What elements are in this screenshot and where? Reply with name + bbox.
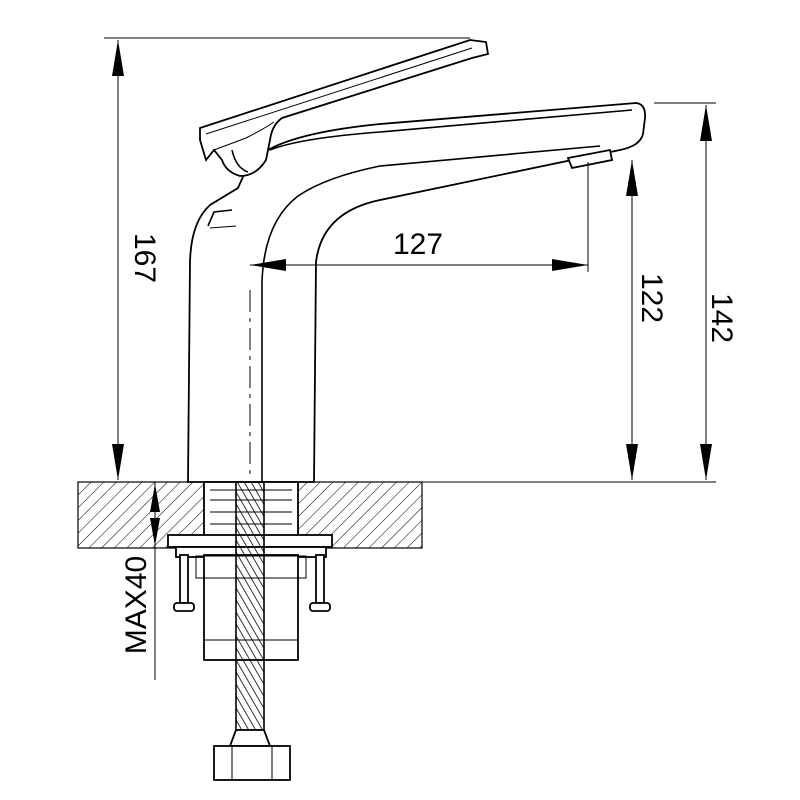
dimension-label-142: 142 [705, 293, 738, 343]
dimension-max-counter-thickness: MAX40 [120, 482, 160, 680]
mounting-bolts [173, 554, 331, 612]
faucet-body [187, 102, 646, 483]
dimension-label-max40: MAX40 [120, 556, 153, 654]
dimension-total-height: 167 [104, 37, 470, 480]
threaded-rod [235, 481, 265, 731]
dimension-spout-reach: 127 [250, 162, 589, 272]
dimension-label-167: 167 [128, 233, 161, 283]
dimension-spout-height: 122 [626, 160, 668, 480]
handle-lever [199, 39, 490, 177]
hose-nut [213, 729, 291, 781]
dimension-body-height: 142 [654, 102, 738, 480]
dimension-label-122: 122 [635, 273, 668, 323]
dimension-label-127: 127 [393, 228, 443, 261]
